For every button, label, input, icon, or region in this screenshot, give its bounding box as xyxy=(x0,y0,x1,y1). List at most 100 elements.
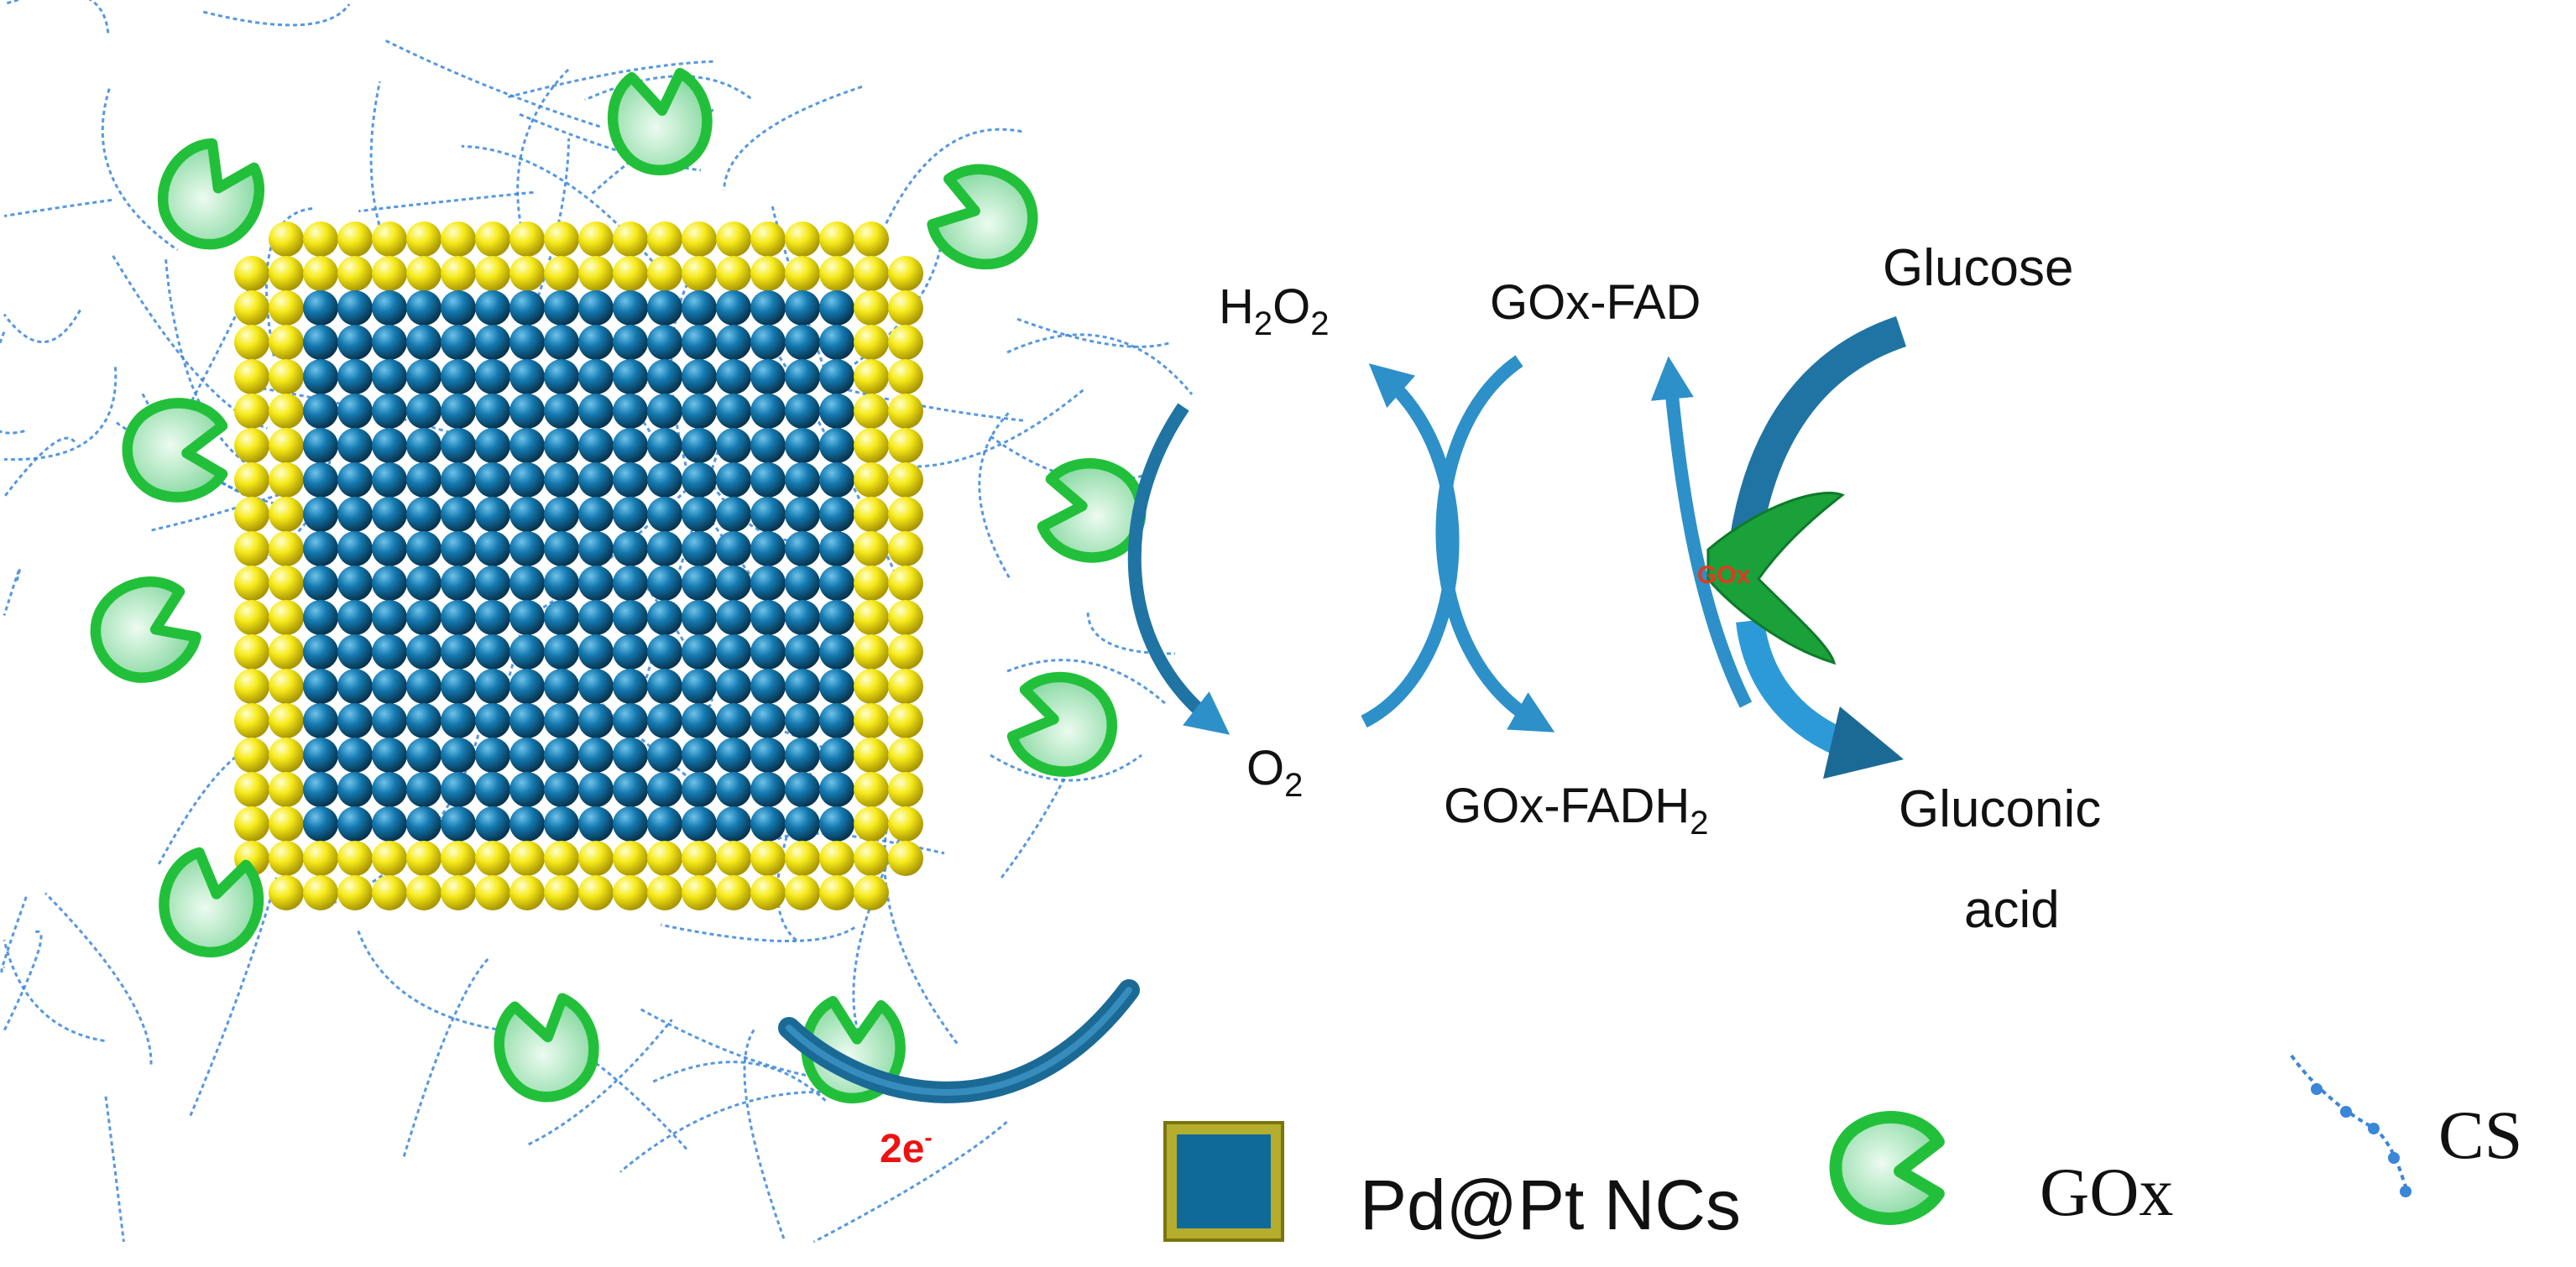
chitosan-strand xyxy=(723,85,863,190)
pd-atom xyxy=(750,462,786,498)
pt-atom xyxy=(234,772,269,807)
pd-atom xyxy=(509,462,545,498)
pt-atom xyxy=(819,841,854,876)
pd-atom xyxy=(475,394,510,429)
chitosan-strand xyxy=(825,383,1024,422)
pd-atom xyxy=(578,738,614,773)
legend-chitosan-swatch xyxy=(2290,1054,2411,1197)
pd-atom xyxy=(716,325,751,360)
o2-to-h2o2-arrow xyxy=(1361,363,1460,728)
pd-atom xyxy=(372,703,407,738)
pd-atom xyxy=(475,669,510,704)
chitosan-strand xyxy=(356,929,526,1035)
pt-atom xyxy=(819,256,854,291)
legend-nanocrystal-swatch xyxy=(1163,1121,1284,1242)
pt-atom xyxy=(888,600,923,635)
pt-atom xyxy=(234,669,269,704)
pd-atom xyxy=(406,462,442,498)
pd-atom xyxy=(372,531,407,566)
chitosan-strand xyxy=(101,88,179,252)
pd-atom xyxy=(647,462,682,498)
pt-atom xyxy=(647,841,682,876)
pt-atom xyxy=(509,841,545,876)
pt-atom xyxy=(269,841,304,876)
pd-atom xyxy=(509,290,545,326)
pd-atom xyxy=(819,806,854,842)
pd-atom xyxy=(578,290,614,326)
pt-atom xyxy=(269,772,304,807)
pt-atom xyxy=(303,841,338,876)
pd-atom xyxy=(509,806,545,842)
pt-atom xyxy=(888,841,923,876)
pd-atom xyxy=(303,806,338,842)
pt-atom xyxy=(854,531,889,566)
pd-atom xyxy=(441,600,476,635)
pd-atom xyxy=(682,634,717,670)
gox-enzyme xyxy=(90,576,201,683)
pd-atom xyxy=(509,531,545,566)
pd-atom xyxy=(475,634,510,670)
pd-atom xyxy=(819,428,854,463)
pd-atom xyxy=(682,600,717,635)
chitosan-strand xyxy=(3,0,110,34)
chitosan-strand xyxy=(188,877,279,1119)
chitosan-strand xyxy=(661,923,856,943)
pd-atom xyxy=(647,566,682,601)
chitosan-strand xyxy=(852,839,901,1051)
pt-atom xyxy=(854,703,889,738)
pt-atom xyxy=(234,703,269,738)
pd-atom xyxy=(819,566,854,601)
pd-atom xyxy=(303,497,338,532)
pt-atom xyxy=(406,841,442,876)
pd-atom xyxy=(682,325,717,360)
pt-atom xyxy=(888,703,923,738)
pd-atom xyxy=(509,738,545,773)
pd-atom xyxy=(544,497,579,532)
pt-atom xyxy=(372,841,407,876)
pd-atom xyxy=(819,772,854,807)
pd-atom xyxy=(819,634,854,670)
chitosan-strand xyxy=(112,254,268,430)
pd-atom xyxy=(544,394,579,429)
pt-atom xyxy=(303,875,338,910)
pd-atom xyxy=(785,669,820,704)
pt-atom xyxy=(888,256,923,291)
chitosan-strand xyxy=(461,144,654,263)
pt-atom xyxy=(234,256,269,291)
gluconic-label-line1: Gluconic xyxy=(1899,780,2101,838)
pt-atom xyxy=(647,875,682,910)
pd-atom xyxy=(372,462,407,498)
pd-atom xyxy=(785,290,820,326)
chitosan-strand xyxy=(638,1007,896,1085)
pt-atom xyxy=(785,841,820,876)
pd-atom xyxy=(716,772,751,807)
pt-atom xyxy=(682,875,717,910)
pd-atom xyxy=(716,566,751,601)
pd-atom xyxy=(578,428,614,463)
pt-atom xyxy=(578,222,614,257)
pt-atom xyxy=(854,462,889,498)
pd-atom xyxy=(750,394,786,429)
pd-atom xyxy=(613,531,648,566)
pt-atom xyxy=(578,875,614,910)
chitosan-strand xyxy=(534,138,571,305)
chitosan-strand xyxy=(508,60,714,99)
pd-atom xyxy=(303,600,338,635)
chitosan-strand xyxy=(3,436,76,498)
pd-atom xyxy=(509,325,545,360)
pd-atom xyxy=(578,703,614,738)
pt-atom xyxy=(234,394,269,429)
pd-atom xyxy=(509,600,545,635)
pd-atom xyxy=(716,462,751,498)
gox-enzyme xyxy=(122,398,228,503)
pd-atom xyxy=(337,325,373,360)
pd-atom xyxy=(682,738,717,773)
pd-atom xyxy=(337,428,373,463)
pd-atom xyxy=(682,394,717,429)
pd-atom xyxy=(682,772,717,807)
pd-atom xyxy=(475,359,510,394)
pt-atom xyxy=(544,875,579,910)
pd-atom xyxy=(406,290,442,326)
pt-atom xyxy=(854,772,889,807)
pt-atom xyxy=(269,875,304,910)
